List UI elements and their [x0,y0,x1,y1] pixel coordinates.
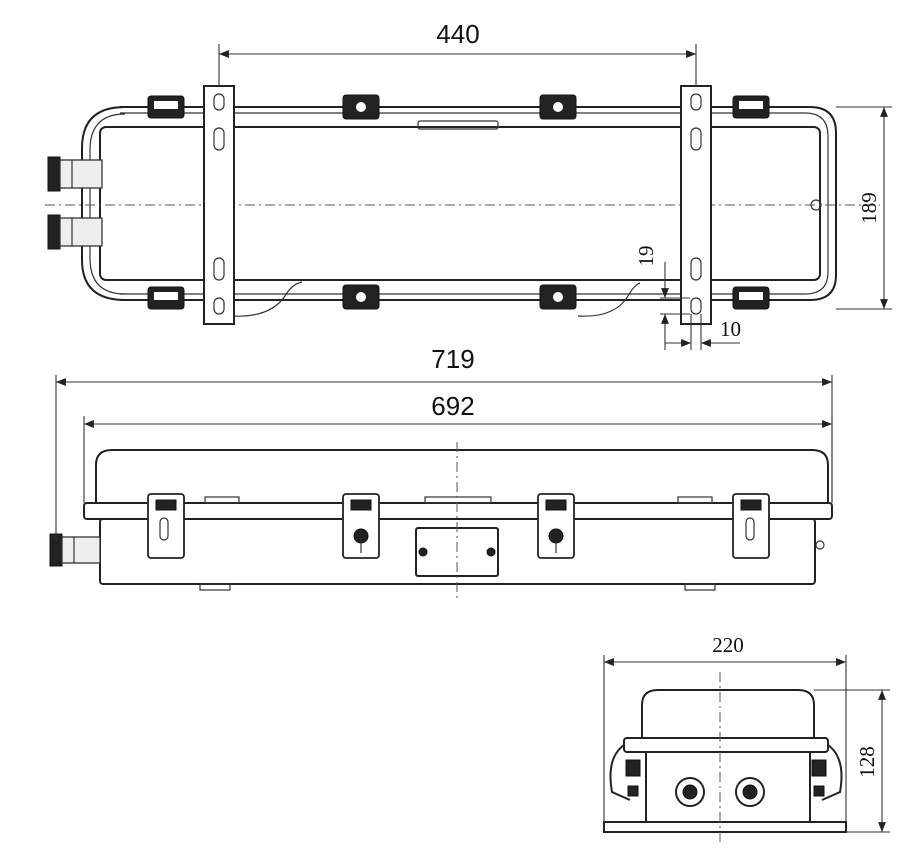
cable-gland-upper [47,156,103,192]
clamp-top-4 [732,95,770,119]
top-view: 440 189 19 10 [45,19,892,350]
cable-gland-lower [47,214,103,250]
side-cable-gland [49,533,101,567]
side-clamp-3 [537,493,575,559]
clamp-top-3 [539,94,577,120]
side-clamp-2 [342,493,380,559]
side-clamp-4 [732,493,770,559]
dim-10: 10 [720,317,741,341]
side-clamp-1 [147,493,185,559]
dim-128: 128 [855,746,879,778]
clamp-top-1 [147,95,185,119]
dim-692: 692 [431,391,474,421]
dim-440: 440 [436,19,479,49]
clamp-bottom-2 [342,284,380,310]
dim-719: 719 [431,344,474,374]
end-gland-left [675,777,705,807]
clamp-top-2 [342,94,380,120]
dim-19: 19 [634,246,658,267]
end-gland-right [735,777,765,807]
clamp-bottom-1 [147,286,185,310]
end-view: 220 128 [603,633,890,845]
dim-189: 189 [857,192,881,224]
mounting-bracket-left [203,85,235,325]
clamp-bottom-3 [539,284,577,310]
mounting-bracket-right [680,85,712,325]
side-view: 719 692 [49,344,833,600]
dim-220: 220 [712,633,744,657]
clamp-bottom-4 [732,286,770,310]
